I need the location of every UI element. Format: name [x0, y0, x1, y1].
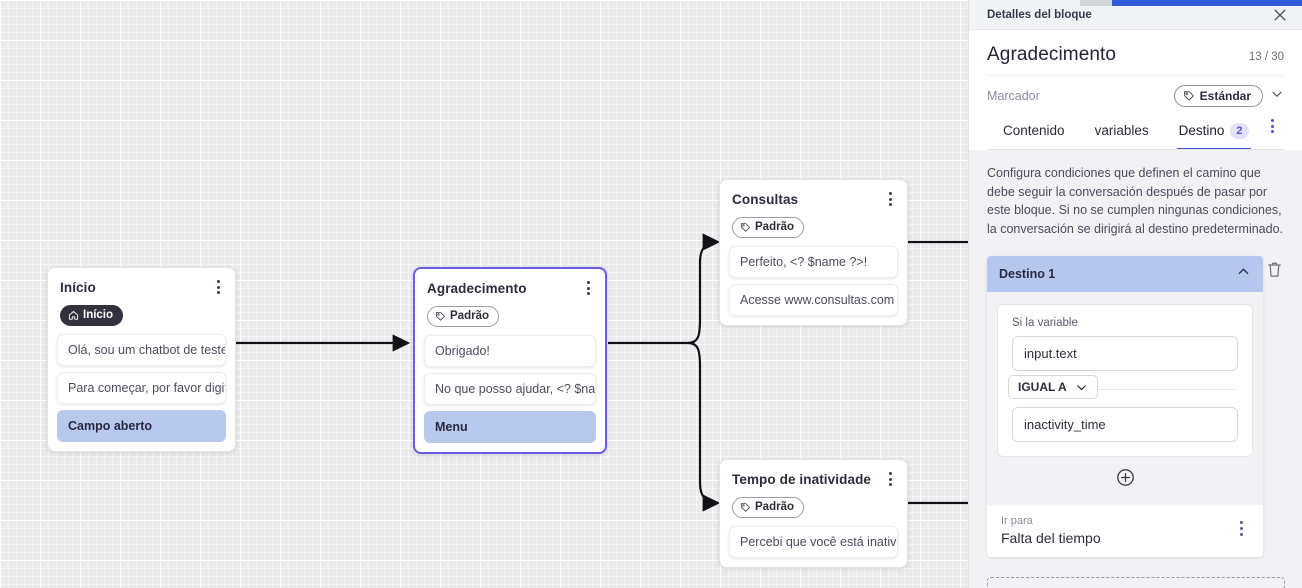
chevron-up-icon[interactable] — [1236, 264, 1251, 284]
tab-destino[interactable]: Destino 2 — [1176, 119, 1251, 150]
variable-input[interactable]: input.text — [1012, 336, 1238, 371]
node-header: Consultas Padrão — [720, 180, 907, 246]
destination-header[interactable]: Destino 1 — [987, 256, 1263, 292]
operator-select[interactable]: IGUAL A — [1008, 375, 1098, 399]
horizontal-scrollbar[interactable] — [1080, 0, 1302, 6]
operator-rule — [1012, 389, 1238, 390]
node-item[interactable]: Olá, sou um chatbot de teste! — [57, 334, 226, 366]
node-tag-default[interactable]: Padrão — [427, 306, 499, 327]
panel-body: Configura condiciones que definen el cam… — [969, 150, 1302, 588]
tag-icon — [436, 312, 445, 321]
marker-row: Marcador Estándar — [987, 76, 1284, 113]
panel-topbar: Detalles del bloque — [969, 0, 1302, 30]
tab-variables[interactable]: variables — [1093, 119, 1151, 150]
marker-controls: Estándar — [1173, 85, 1284, 107]
tab-contenido[interactable]: Contenido — [1001, 119, 1067, 150]
node-item[interactable]: Campo aberto — [57, 410, 226, 442]
tab-label: variables — [1094, 123, 1149, 138]
flow-canvas[interactable]: Início Início Olá, sou um chatbot de tes… — [0, 0, 968, 588]
kebab-menu-icon[interactable] — [1233, 518, 1249, 538]
node-tag-start[interactable]: Início — [60, 305, 124, 326]
node-menu-button[interactable] — [882, 470, 898, 488]
destination-description: Configura condiciones que definen el cam… — [987, 166, 1283, 236]
node-header: Tempo de inatividade Padrão — [720, 460, 907, 526]
panel-header: Agradecimento 13 / 30 Marcador Estándar — [969, 30, 1302, 150]
close-icon[interactable] — [1272, 7, 1288, 23]
node-tag-label: Início — [83, 309, 114, 321]
destination-body: Si la variable input.text IGUAL A in — [987, 292, 1263, 505]
node-items: Percebi que você está inativo. C... — [720, 526, 907, 558]
node-item[interactable]: Percebi que você está inativo. C... — [729, 526, 898, 558]
panel-title-row: Agradecimento 13 / 30 — [987, 30, 1284, 76]
add-condition-button[interactable] — [997, 457, 1253, 497]
goto-value: Falta del tiempo — [1001, 530, 1101, 546]
node-item[interactable]: No que posso ajudar, <? $name ... — [424, 373, 596, 405]
trash-icon[interactable] — [1266, 260, 1284, 280]
flow-edges — [236, 233, 968, 512]
node-title: Início — [60, 280, 96, 295]
edge-split-consultas — [687, 233, 721, 345]
node-item[interactable]: Perfeito, <? $name ?>! — [729, 246, 898, 278]
node-menu-button[interactable] — [580, 279, 596, 297]
tag-icon — [1183, 91, 1194, 101]
node-tag-default[interactable]: Padrão — [732, 217, 804, 238]
destination-title: Destino 1 — [999, 267, 1056, 281]
home-icon — [68, 311, 79, 320]
node-item[interactable]: Menu — [424, 411, 596, 443]
marker-tag-button[interactable]: Estándar — [1173, 85, 1263, 107]
condition-label: Si la variable — [1012, 317, 1078, 329]
plus-circle-icon — [1116, 469, 1134, 486]
node-header: Agradecimento Padrão — [415, 269, 605, 335]
node-tag-label: Padrão — [755, 221, 794, 233]
goto-block[interactable]: Ir para Falta del tiempo — [1001, 514, 1101, 546]
edge-split-inatividade — [687, 341, 721, 512]
flow-node-inicio[interactable]: Início Início Olá, sou um chatbot de tes… — [47, 267, 236, 452]
destination-card: Destino 1 Si la variable input.text — [987, 256, 1263, 557]
node-item[interactable]: Para começar, por favor digite o ... — [57, 372, 226, 404]
node-items: Olá, sou um chatbot de teste! Para começ… — [48, 334, 235, 442]
node-items: Obrigado! No que posso ajudar, <? $name … — [415, 335, 605, 443]
node-menu-button[interactable] — [882, 190, 898, 208]
marker-tag-label: Estándar — [1199, 89, 1251, 103]
tabs-divider — [987, 149, 1284, 150]
goto-label: Ir para — [1001, 515, 1033, 527]
chevron-down-icon — [1076, 384, 1086, 390]
tag-icon — [741, 223, 750, 232]
node-tag-label: Padrão — [450, 310, 489, 322]
panel-overflow-menu-button[interactable] — [1264, 117, 1280, 135]
flow-node-agradecimento[interactable]: Agradecimento Padrão Obrigado! No que po… — [413, 267, 607, 454]
node-title: Consultas — [732, 192, 799, 207]
tab-label: Contenido — [1003, 123, 1065, 138]
operator-row: IGUAL A — [1008, 371, 1238, 407]
compare-value-input[interactable]: inactivity_time — [1012, 407, 1238, 442]
tab-label: Destino — [1178, 123, 1225, 138]
node-tag-default[interactable]: Padrão — [732, 497, 804, 518]
flow-node-consultas[interactable]: Consultas Padrão Perfeito, <? $name ?>! … — [719, 179, 908, 326]
node-menu-button[interactable] — [210, 278, 226, 296]
operator-label: IGUAL A — [1018, 380, 1067, 394]
flow-node-inatividade[interactable]: Tempo de inatividade Padrão Percebi que … — [719, 459, 908, 568]
node-item[interactable]: Obrigado! — [424, 335, 596, 367]
panel-tabs: Contenido variables Destino 2 — [987, 113, 1284, 150]
node-title: Tempo de inatividade — [732, 472, 872, 487]
tag-icon — [741, 503, 750, 512]
scrollbar-thumb[interactable] — [1112, 0, 1302, 6]
node-item[interactable]: Acesse www.consultas.com par... — [729, 284, 898, 316]
char-counter: 13 / 30 — [1248, 51, 1284, 63]
panel-topbar-title: Detalles del bloque — [987, 8, 1092, 21]
chevron-down-icon[interactable] — [1270, 87, 1284, 106]
node-title: Agradecimento — [427, 281, 527, 296]
tab-badge-count: 2 — [1230, 123, 1249, 139]
block-details-panel: Detalles del bloque Agradecimento 13 / 3… — [968, 0, 1302, 588]
destination-footer: Ir para Falta del tiempo — [987, 505, 1263, 557]
marker-label: Marcador — [987, 89, 1040, 103]
page-title: Agradecimento — [987, 44, 1117, 65]
node-tag-label: Padrão — [755, 501, 794, 513]
destination-wrapper: Destino 1 Si la variable input.text — [987, 256, 1284, 557]
node-items: Perfeito, <? $name ?>! Acesse www.consul… — [720, 246, 907, 316]
condition-box: Si la variable input.text IGUAL A in — [997, 304, 1253, 457]
add-destination-button[interactable]: Agregar destino — [987, 577, 1285, 588]
node-header: Início Início — [48, 268, 235, 334]
